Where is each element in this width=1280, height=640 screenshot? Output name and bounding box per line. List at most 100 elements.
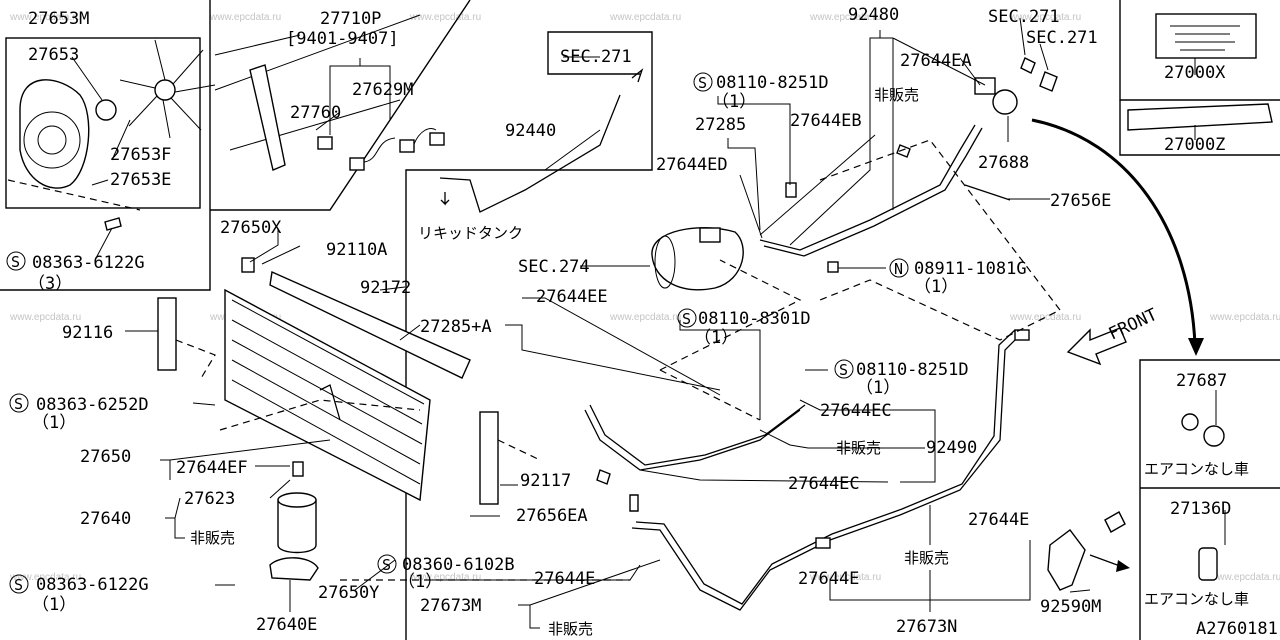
compressor: [651, 227, 744, 291]
callout-not-sold-1: 非販売: [874, 86, 919, 104]
callout-27653: 27653: [28, 45, 79, 65]
callout-08911-1081G: 08911-1081G: [914, 259, 1027, 279]
svg-text:www.epcdata.ru: www.epcdata.ru: [409, 572, 481, 583]
svg-text:S: S: [14, 395, 23, 413]
fan-assembly: [7, 39, 216, 231]
callout-08110-8251D-b: 08110-8251D: [856, 360, 969, 380]
figure-code: A2760181: [1196, 619, 1278, 639]
svg-text:www.epcdata.ru: www.epcdata.ru: [609, 12, 681, 23]
callout-27653M: 27653M: [28, 9, 89, 29]
svg-text:S: S: [839, 361, 848, 379]
callout-27760: 27760: [290, 103, 341, 123]
callout-27644ED: 27644ED: [656, 155, 728, 175]
callout-not-sold-4: 非販売: [548, 620, 593, 638]
callout-27644EF: 27644EF: [176, 458, 248, 478]
callout-qty-1-nut: （1）: [914, 277, 958, 297]
callout-27656EA: 27656EA: [516, 506, 588, 526]
callout-92172: 92172: [360, 278, 411, 298]
svg-text:www.epcdata.ru: www.epcdata.ru: [609, 312, 681, 323]
callout-27653E: 27653E: [110, 170, 171, 190]
callout-92590M: 92590M: [1040, 597, 1101, 617]
callout-08363-6252D: 08363-6252D: [36, 395, 149, 415]
callout-27644EE: 27644EE: [536, 287, 608, 307]
callout-27653F: 27653F: [110, 145, 171, 165]
callout-27644EB: 27644EB: [790, 111, 862, 131]
svg-text:www.epcdata.ru: www.epcdata.ru: [809, 572, 881, 583]
callout-sec271-top: SEC.271: [560, 47, 632, 67]
callout-qty-1-b: （1）: [694, 328, 738, 348]
svg-text:www.epcdata.ru: www.epcdata.ru: [9, 12, 81, 23]
callout-27000X: 27000X: [1164, 63, 1226, 83]
svg-text:S: S: [682, 310, 691, 328]
callout-92480: 92480: [848, 5, 899, 25]
callout-27687: 27687: [1176, 371, 1227, 391]
callout-not-sold-3: 非販売: [190, 529, 235, 547]
leader-lines: [71, 17, 1226, 629]
svg-text:www.epcdata.ru: www.epcdata.ru: [9, 312, 81, 323]
callout-27629M: 27629M: [352, 80, 413, 100]
callout-08363-6122G: 08363-6122G: [32, 253, 145, 273]
relay-harness: [214, 14, 445, 171]
svg-text:S: S: [382, 556, 391, 574]
svg-text:FRONT: FRONT: [1106, 305, 1161, 345]
callout-27644EC-a: 27644EC: [820, 401, 892, 421]
front-arrow: FRONT: [1031, 118, 1204, 366]
callout-labels: 27653M 27653 27653F 27653E 08363-6122G （…: [28, 5, 1278, 639]
callout-92110A: 92110A: [326, 240, 387, 260]
condenser: [157, 257, 541, 505]
callout-qty-1-c: （1）: [32, 413, 76, 433]
svg-text:www.epcdata.ru: www.epcdata.ru: [9, 572, 81, 583]
svg-text:S: S: [11, 253, 20, 271]
svg-text:www.epcdata.ru: www.epcdata.ru: [1209, 572, 1280, 583]
callout-08360-6102B: 08360-6102B: [402, 555, 515, 575]
callout-27623: 27623: [184, 489, 235, 509]
lower-pipes: [584, 329, 1030, 611]
callout-27644EC-b: 27644EC: [788, 474, 860, 494]
callout-qty-1-d: （1）: [856, 378, 900, 398]
callout-qty-3: （3）: [28, 274, 72, 294]
grommet-27136D: [1198, 547, 1218, 581]
callout-27673N: 27673N: [896, 617, 957, 637]
callout-08363-6122G-b: 08363-6122G: [36, 575, 149, 595]
ac-switch-27687: [1181, 413, 1225, 447]
liquid-tank-pipe: [439, 68, 644, 213]
callout-27136D: 27136D: [1170, 499, 1231, 519]
callout-92116: 92116: [62, 323, 113, 343]
circled-symbols: S S N S S S S S: [6, 72, 909, 594]
callout-92117: 92117: [520, 471, 571, 491]
callout-27644EA: 27644EA: [900, 51, 972, 71]
callout-27640: 27640: [80, 509, 131, 529]
callout-27710P: 27710P: [320, 9, 381, 29]
callout-08110-8251D-a: 08110-8251D: [716, 73, 829, 93]
callout-qty-1-f: （1）: [32, 595, 76, 615]
svg-text:www.epcdata.ru: www.epcdata.ru: [1009, 12, 1081, 23]
callout-27688: 27688: [978, 153, 1029, 173]
svg-text:www.epcdata.ru: www.epcdata.ru: [809, 12, 881, 23]
callout-27000Z: 27000Z: [1164, 135, 1225, 155]
svg-text:N: N: [894, 260, 903, 278]
callout-qty-1-a: （1）: [712, 92, 756, 112]
svg-text:www.epcdata.ru: www.epcdata.ru: [1209, 312, 1280, 323]
callout-27644E-c: 27644E: [968, 510, 1029, 530]
callout-27285A: 27285+A: [420, 317, 492, 337]
callout-92490: 92490: [926, 438, 977, 458]
callout-27650X: 27650X: [220, 218, 282, 238]
callout-08110-8301D: 08110-8301D: [698, 309, 811, 329]
callout-qty-1-e: （1）: [398, 572, 442, 592]
callout-date-range: [9401-9407]: [286, 29, 399, 49]
svg-text:www.epcdata.ru: www.epcdata.ru: [409, 12, 481, 23]
callout-27673M: 27673M: [420, 596, 481, 616]
label-plates: [1127, 13, 1273, 131]
pipe-92480: [759, 57, 1058, 273]
callout-27650Y: 27650Y: [318, 583, 379, 603]
callout-not-sold-5: 非販売: [904, 549, 949, 567]
liquid-tank: [269, 461, 319, 581]
callout-27656E: 27656E: [1050, 191, 1111, 211]
valve-92590M: [1047, 511, 1130, 591]
callout-27640E: 27640E: [256, 615, 317, 635]
callout-not-sold-2: 非販売: [836, 439, 881, 457]
callout-27644E-b: 27644E: [798, 569, 859, 589]
callout-no-ac-2: エアコンなし車: [1144, 590, 1249, 608]
